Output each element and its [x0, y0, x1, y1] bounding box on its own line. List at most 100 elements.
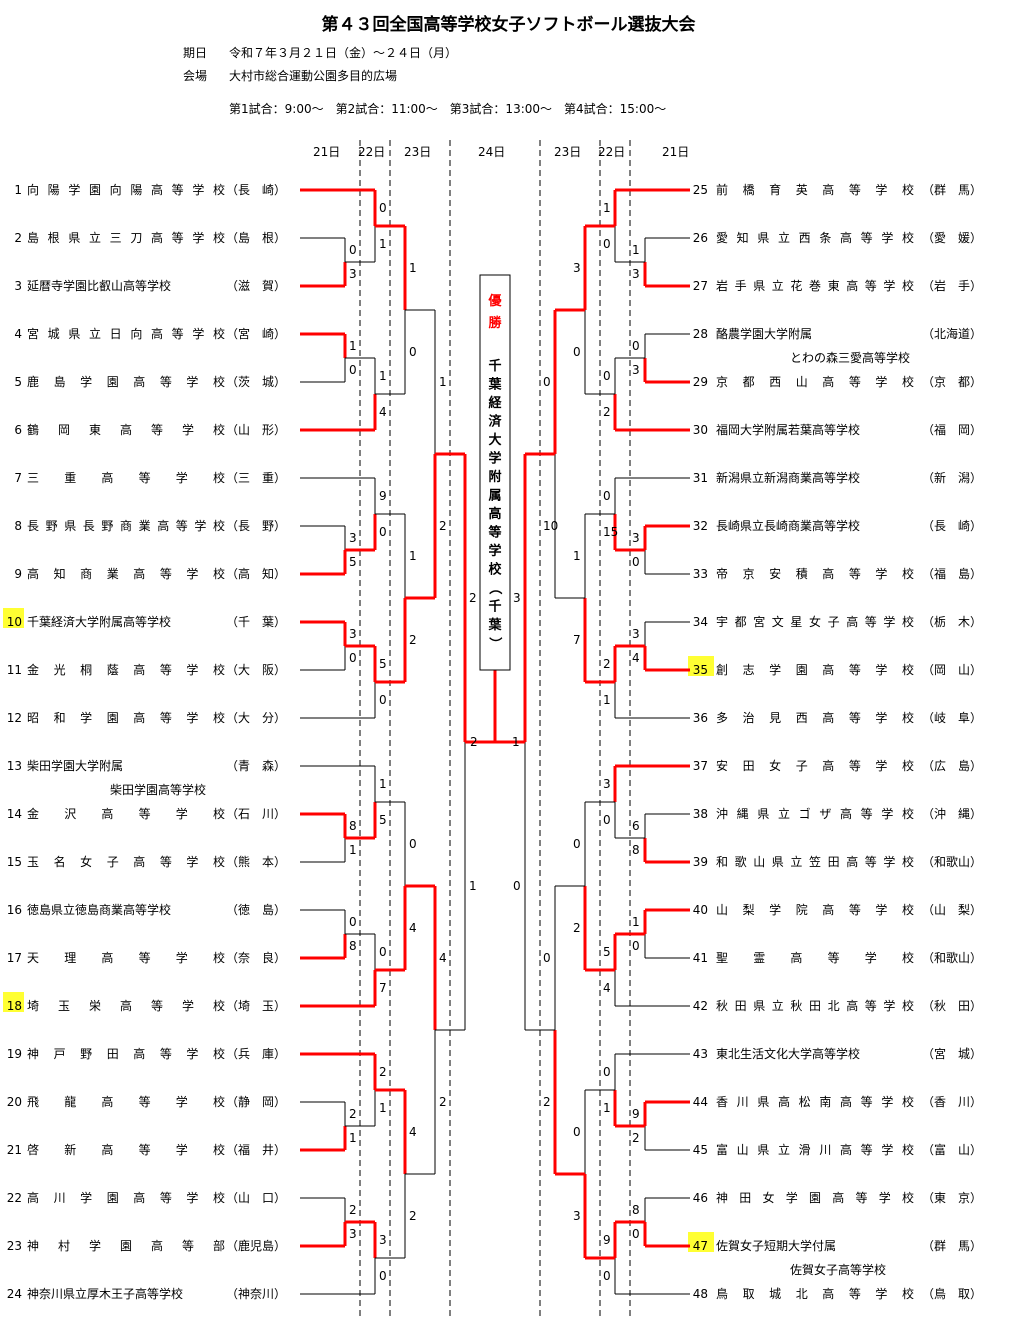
team-prefecture: （岡 山）: [922, 663, 982, 677]
team-number: 26: [693, 231, 708, 245]
game-score: 5: [349, 555, 357, 569]
team-number: 25: [693, 183, 708, 197]
team-number: 8: [14, 519, 22, 533]
page-title: 第４３回全国高等学校女子ソフトボール選抜大会: [321, 15, 696, 35]
champion-name: 千: [488, 599, 501, 615]
team-name: 帝京安積高等学校: [716, 566, 914, 581]
team-number: 29: [693, 375, 708, 389]
game-score: 0: [349, 243, 357, 257]
team-name: 秋田県立秋田北高等学校: [716, 998, 914, 1013]
game-score: 0: [632, 939, 640, 953]
team-prefecture: （静 岡）: [226, 1095, 286, 1109]
game-score: 4: [603, 981, 611, 995]
day-header: 21日: [662, 145, 689, 159]
champion-name: 属: [488, 489, 501, 504]
game-score: 8: [349, 939, 357, 953]
team-number: 45: [693, 1143, 708, 1157]
game-score: 0: [573, 837, 581, 851]
team-prefecture: （奈 良）: [226, 950, 286, 965]
team-name: 愛知県立西条高等学校: [716, 230, 914, 245]
team-subname: とわの森三愛高等学校: [790, 350, 910, 365]
game-score: 3: [632, 363, 640, 377]
day-header: 22日: [598, 145, 625, 159]
game-score: 0: [603, 489, 611, 503]
team-prefecture: （鳥 取）: [922, 1286, 982, 1301]
venue-label: 会場: [183, 69, 208, 83]
team-number: 43: [693, 1047, 708, 1061]
champion-label: 優: [487, 293, 502, 309]
team-prefecture: （福 岡）: [922, 422, 982, 437]
team-number: 41: [693, 951, 708, 965]
team-prefecture: （山 口）: [226, 1191, 286, 1205]
game-score: 0: [379, 201, 387, 215]
game-score: 1: [469, 879, 477, 893]
team-name: 鹿島学園高等学校: [27, 374, 225, 389]
team-name: 岩手県立花巻東高等学校: [716, 278, 914, 293]
team-prefecture: （京 都）: [922, 375, 982, 389]
team-number: 12: [7, 711, 22, 725]
game-score: 0: [349, 363, 357, 377]
team-name: 千葉経済大学附属高等学校: [27, 614, 171, 629]
game-score: 2: [603, 405, 611, 419]
champion-box: [479, 274, 511, 671]
team-name: 島根県立三刀高等学校: [27, 230, 225, 245]
team-prefecture: （香 川）: [922, 1095, 982, 1109]
team-prefecture: （東 京）: [922, 1191, 982, 1205]
team-number: 28: [693, 327, 708, 341]
game-score: 3: [349, 1227, 357, 1241]
team-number: 33: [693, 567, 708, 581]
team-name: 飛龍高等学校: [27, 1094, 225, 1109]
team-number: 11: [7, 663, 22, 677]
team-number: 44: [693, 1095, 708, 1109]
team-number: 13: [7, 759, 22, 773]
team-prefecture: （埼 玉）: [226, 999, 286, 1013]
game-score: 6: [632, 819, 640, 833]
team-name: 延暦寺学園比叡山高等学校: [27, 278, 171, 293]
champion-name: ）: [487, 637, 503, 650]
match-schedule: 第1試合：9:00～ 第2試合：11:00～ 第3試合：13:00～ 第4試合：…: [229, 102, 667, 116]
game-score: 15: [603, 525, 618, 539]
game-score: 0: [632, 1227, 640, 1241]
game-score: 2: [439, 1095, 447, 1109]
team-prefecture: （大 阪）: [226, 663, 286, 677]
team-prefecture: （茨 城）: [226, 375, 286, 389]
game-score: 8: [632, 843, 640, 857]
game-score: 0: [632, 555, 640, 569]
team-prefecture: （滋 賀）: [226, 279, 286, 293]
champion-name: 校: [488, 562, 502, 578]
team-name: 神田女学園高等学校: [716, 1190, 914, 1205]
game-score: 0: [379, 945, 387, 959]
team-prefecture: （大 分）: [226, 711, 286, 725]
game-score: 1: [632, 243, 640, 257]
game-score: 3: [632, 267, 640, 281]
game-score: 1: [439, 375, 447, 389]
game-score: 7: [379, 981, 387, 995]
game-score: 0: [603, 369, 611, 383]
game-score: 1: [379, 369, 387, 383]
champion-name: 学: [488, 451, 501, 467]
game-score: 1: [603, 693, 611, 707]
team-name: 神村学園高等部: [27, 1238, 225, 1253]
team-number: 23: [7, 1239, 22, 1253]
game-score: 7: [573, 633, 581, 647]
team-number: 39: [693, 855, 708, 869]
team-prefecture: （愛 媛）: [922, 231, 982, 245]
team-name: 福岡大学附属若葉高等学校: [716, 422, 860, 437]
game-score: 0: [603, 1269, 611, 1283]
game-score: 4: [632, 651, 640, 665]
team-number: 22: [7, 1191, 22, 1205]
team-prefecture: （長 崎）: [922, 519, 982, 533]
team-number: 32: [693, 519, 708, 533]
game-score: 4: [409, 1125, 417, 1139]
team-number: 9: [14, 567, 22, 581]
game-score: 9: [632, 1107, 640, 1121]
team-number: 16: [7, 903, 22, 917]
team-prefecture: （北海道）: [922, 326, 982, 341]
game-score: 2: [349, 1203, 357, 1217]
champion-name: 等: [487, 525, 501, 541]
team-number: 38: [693, 807, 708, 821]
team-name: 三重高等学校: [27, 470, 225, 485]
team-name: 天理高等学校: [27, 950, 225, 965]
team-number: 7: [14, 471, 22, 485]
venue-value: 大村市総合運動公園多目的広場: [229, 69, 398, 83]
